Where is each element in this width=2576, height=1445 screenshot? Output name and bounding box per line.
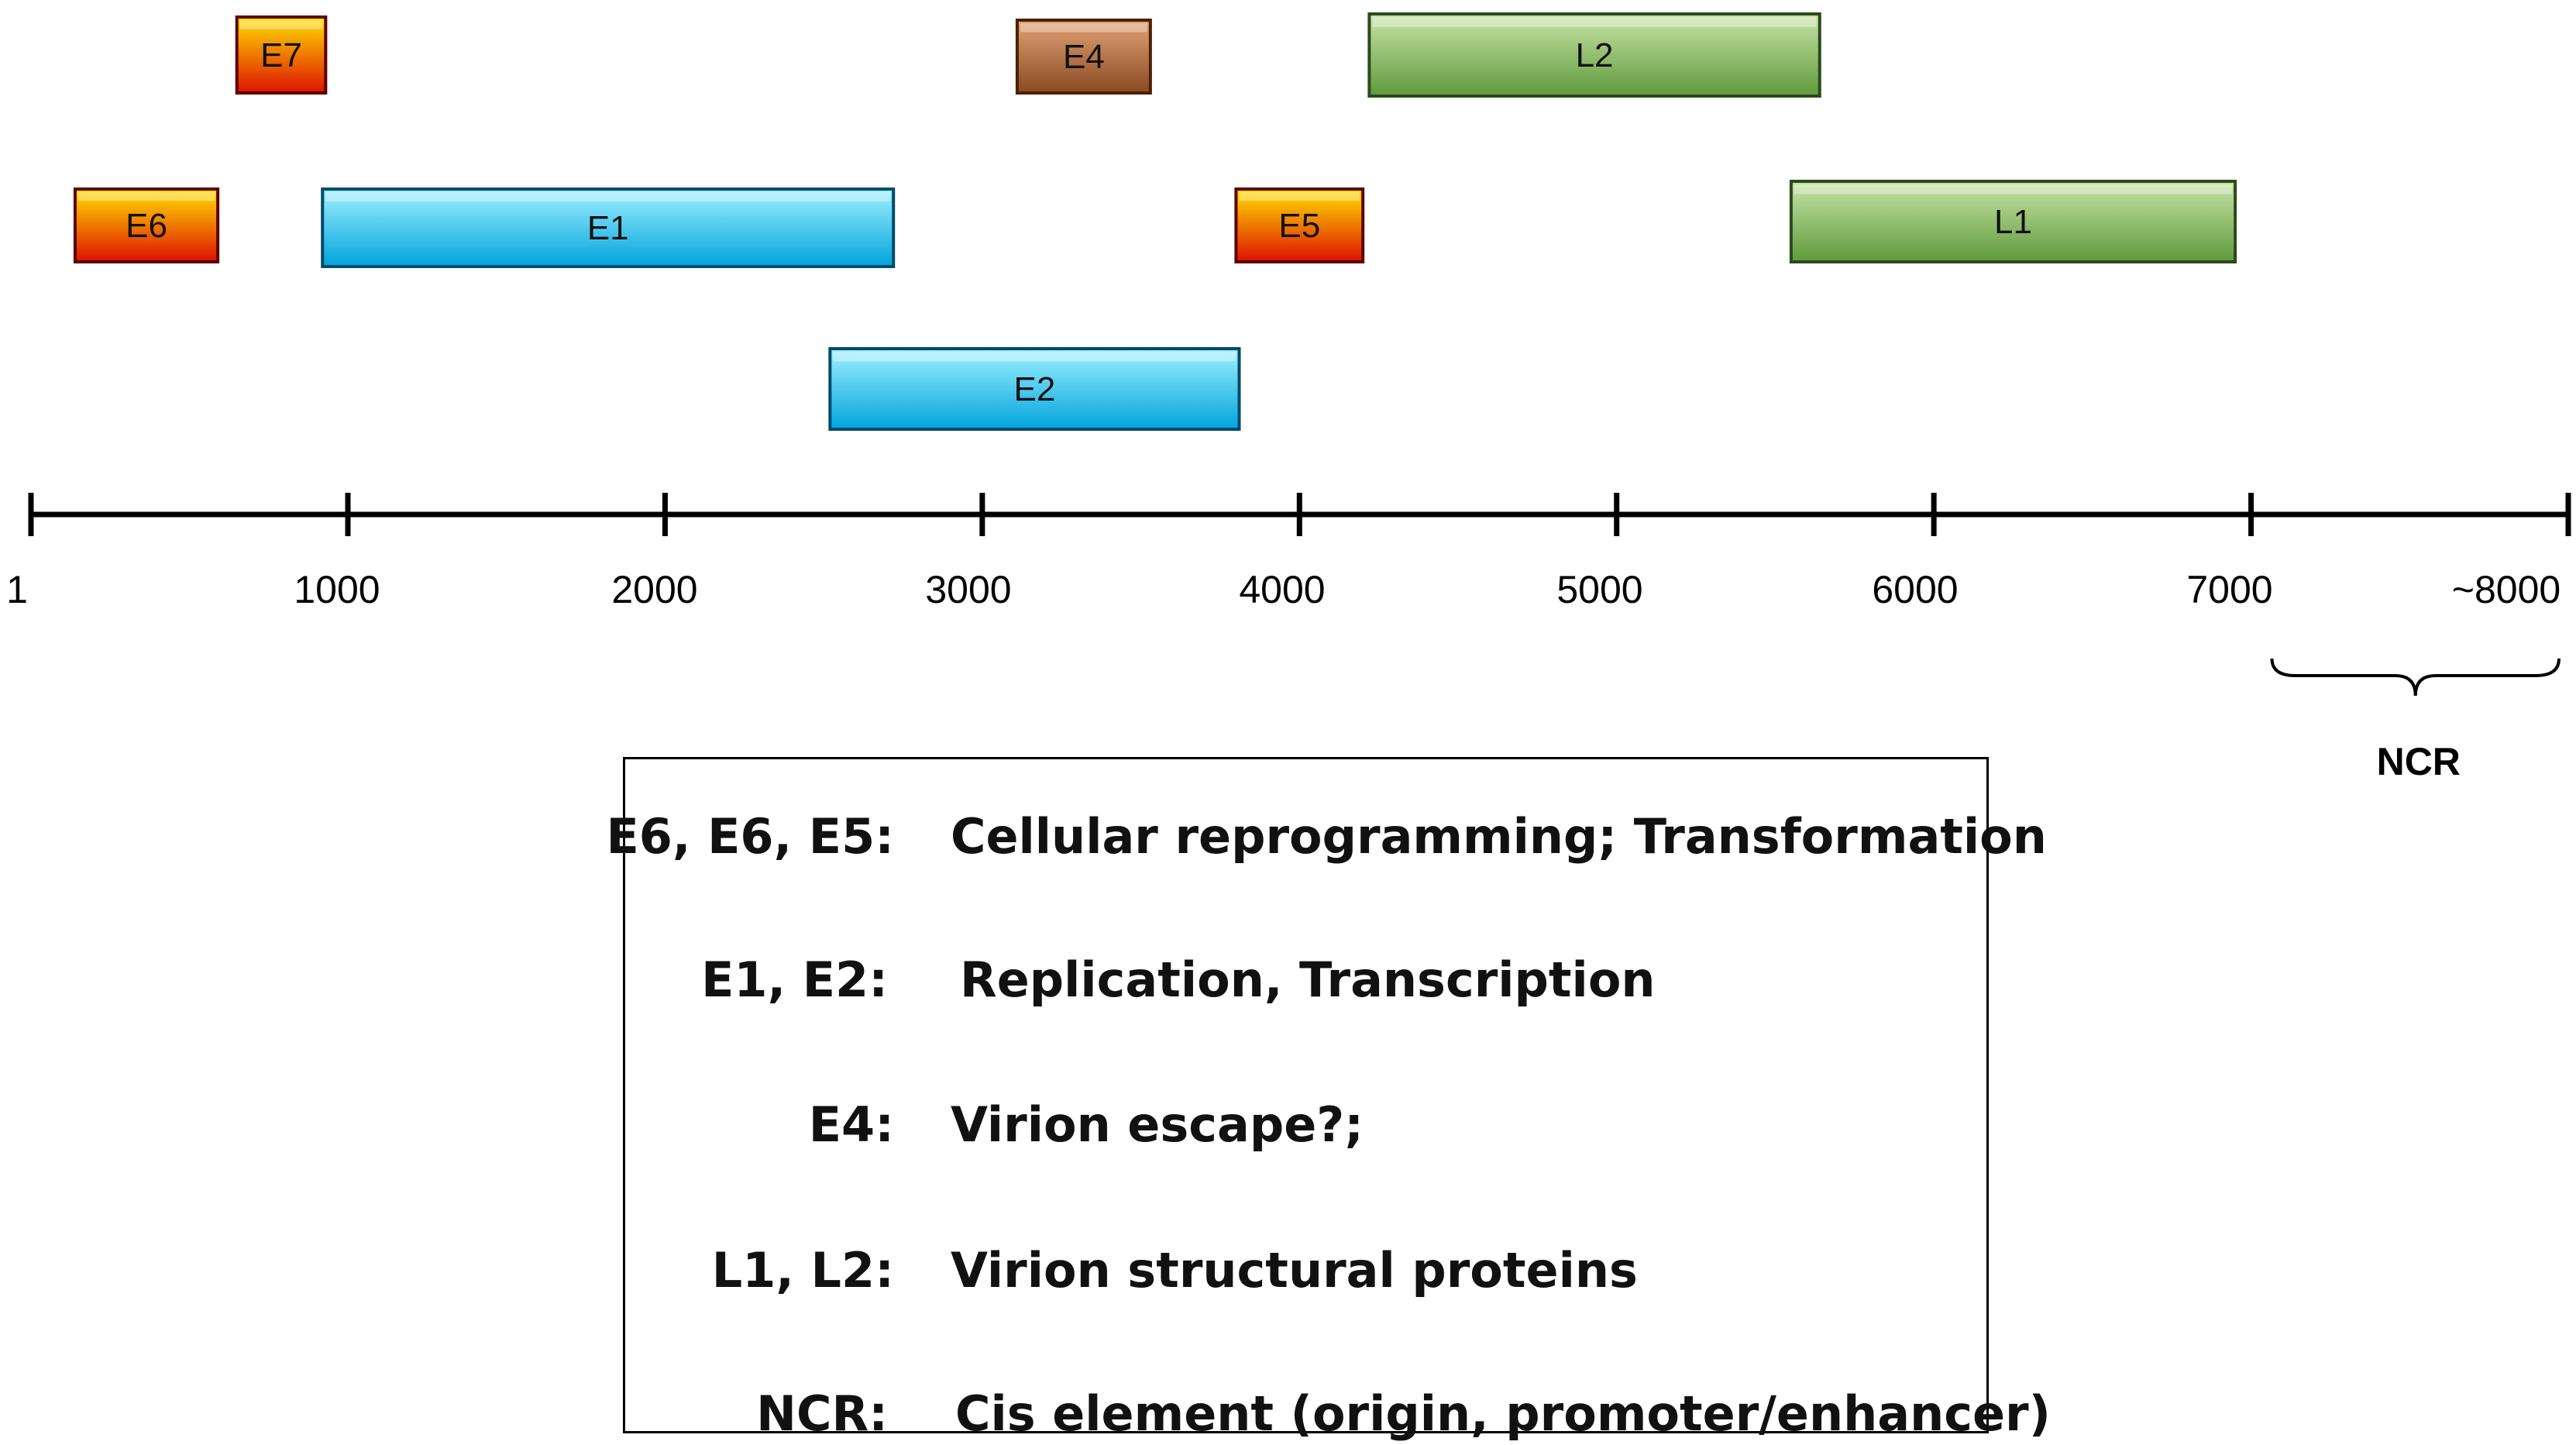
gene-e1: E1 [321, 188, 896, 268]
gene-bar-highlight [1794, 184, 2233, 194]
gene-label: E4 [1063, 38, 1105, 76]
axis-tick-label: ~8000 [2452, 568, 2561, 611]
axis-tick-label: 5000 [1556, 568, 1642, 611]
legend-key: E6, E6, E5: [606, 808, 894, 865]
gene-bar [1367, 12, 1821, 98]
legend-description: Replication, Transcription [960, 951, 1656, 1008]
gene-l1: L1 [1789, 180, 2237, 263]
legend-row: E1, E2: Replication, Transcription [625, 949, 1986, 1011]
gene-label: E5 [1278, 207, 1320, 245]
legend-description: Virion escape?; [951, 1096, 1364, 1153]
legend-row: L1, L2: Virion structural proteins [625, 1240, 1986, 1302]
gene-label: L1 [1994, 203, 2032, 241]
axis-tick-label: 2000 [611, 568, 697, 611]
axis-tick-label: 6000 [1872, 568, 1958, 611]
gene-bar [1234, 188, 1365, 263]
gene-e6: E6 [73, 188, 220, 263]
gene-label: E1 [587, 209, 629, 247]
gene-label: L2 [1576, 36, 1614, 74]
ncr-label: NCR [2377, 740, 2461, 783]
gene-bar [235, 15, 328, 95]
gene-bar-highlight [1239, 192, 1360, 201]
ncr-brace [2270, 658, 2561, 697]
gene-bar-highlight [833, 352, 1236, 362]
legend-key: NCR: [756, 1385, 888, 1442]
gene-e2: E2 [828, 347, 1241, 431]
legend-row: E6, E6, E5: Cellular reprogramming; Tran… [606, 806, 2046, 868]
ncr-annotation: NCR [2270, 658, 2561, 783]
legend-description: Cellular reprogramming; Transformation [951, 808, 2047, 865]
gene-bar-highlight [1372, 17, 1817, 27]
legend-key: E4: [808, 1096, 894, 1153]
legend-row: NCR: Cis element (origin, promoter/enhan… [625, 1383, 2051, 1445]
gene-bar [1789, 180, 2237, 263]
gene-bar [828, 347, 1241, 431]
gene-bar [1015, 19, 1152, 95]
gene-bar-highlight [77, 192, 215, 201]
gene-bar [321, 188, 896, 268]
legend-description: Virion structural proteins [951, 1242, 1638, 1299]
gene-bar [73, 188, 220, 263]
legend-row: E4: Virion escape?; [625, 1094, 1986, 1156]
legend-key: L1, L2: [711, 1242, 894, 1299]
gene-label: E7 [260, 36, 302, 74]
axis-tick-label: 7000 [2186, 568, 2272, 611]
gene-e7: E7 [235, 15, 328, 95]
genome-axis: 1 1000 2000 3000 4000 5000 6000 7000 ~8000 [6, 493, 2571, 611]
gene-label: E2 [1014, 370, 1056, 408]
axis-tick-label: 4000 [1239, 568, 1325, 611]
gene-l2: L2 [1367, 12, 1821, 98]
legend-box: E6, E6, E5: Cellular reprogramming; Tran… [606, 757, 2051, 1442]
gene-bar-highlight [239, 20, 323, 29]
gene-label: E6 [126, 207, 167, 245]
legend-description: Cis element (origin, promoter/enhancer) [955, 1385, 2051, 1442]
gene-bar-highlight [1020, 23, 1147, 33]
gene-e5: E5 [1234, 188, 1365, 263]
axis-tick-label: 1 [6, 568, 28, 611]
gene-e4: E4 [1015, 19, 1152, 95]
gene-bar-highlight [325, 192, 891, 201]
axis-tick-label: 1000 [294, 568, 380, 611]
axis-tick-label: 3000 [925, 568, 1011, 611]
legend-key: E1, E2: [701, 951, 888, 1008]
